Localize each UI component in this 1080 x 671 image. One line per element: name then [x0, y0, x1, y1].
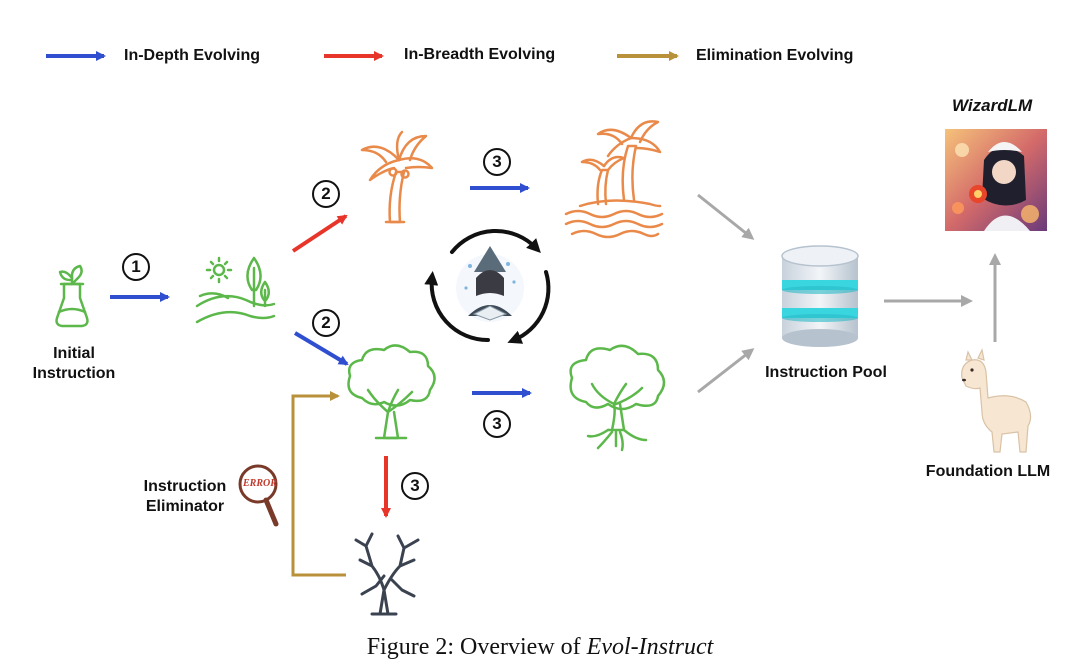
- arrow-tree-to-pool: [697, 348, 755, 394]
- legend-label-elimination: Elimination Evolving: [696, 47, 854, 64]
- initial-instruction-line2: Instruction: [32, 365, 116, 382]
- alpaca-icon: [961, 348, 1032, 453]
- instruction-pool-label: Instruction Pool: [765, 364, 887, 381]
- magnifier-error-icon: [238, 464, 279, 527]
- step-badge-2-top: 2: [312, 180, 340, 208]
- error-badge: ERROR: [243, 478, 277, 489]
- step-badge-2-bottom: 2: [312, 309, 340, 337]
- step-badge-1: 1: [122, 253, 150, 281]
- dead-tree-icon: [354, 532, 420, 616]
- legend-label-in-depth: In-Depth Evolving: [124, 47, 260, 64]
- arrow-step2-in-breadth: [291, 214, 348, 253]
- wizardlm-title: WizardLM: [952, 96, 1033, 115]
- step-badge-3-top: 3: [483, 148, 511, 176]
- sprout-hills-icon: [195, 256, 276, 324]
- initial-instruction-line1: Initial: [53, 345, 95, 362]
- caption-prefix: Figure 2: Overview of: [366, 634, 587, 660]
- arrow-island-to-pool: [697, 193, 755, 240]
- step-badge-3-bottom: 3: [483, 410, 511, 438]
- island-icon: [564, 120, 664, 239]
- figure-caption: Figure 2: Overview of Evol-Instruct: [0, 632, 1080, 662]
- tree-icon: [347, 344, 436, 440]
- palm-tree-icon: [360, 130, 434, 224]
- legend-label-in-breadth: In-Breadth Evolving: [404, 46, 556, 63]
- arrow-step2-in-depth: [293, 331, 349, 366]
- wizardlm-portrait-image: [945, 129, 1047, 231]
- instruction-pool-database-icon: [781, 245, 859, 347]
- big-tree-icon: [569, 344, 666, 452]
- instruction-eliminator-line2: Eliminator: [145, 498, 225, 515]
- instruction-eliminator-line1: Instruction: [143, 478, 227, 495]
- caption-emphasis: Evol-Instruct: [586, 634, 714, 660]
- wizard-illustration: [456, 246, 524, 322]
- elimination-feedback-line: [291, 391, 346, 577]
- flask-icon: [55, 264, 89, 328]
- evolution-cycle-arrows: [424, 229, 551, 344]
- foundation-llm-label: Foundation LLM: [925, 463, 1051, 480]
- instruction-eliminator-label: Instruction Eliminator: [130, 477, 240, 517]
- initial-instruction-label: Initial Instruction: [14, 344, 134, 384]
- step-badge-3-eliminate: 3: [401, 472, 429, 500]
